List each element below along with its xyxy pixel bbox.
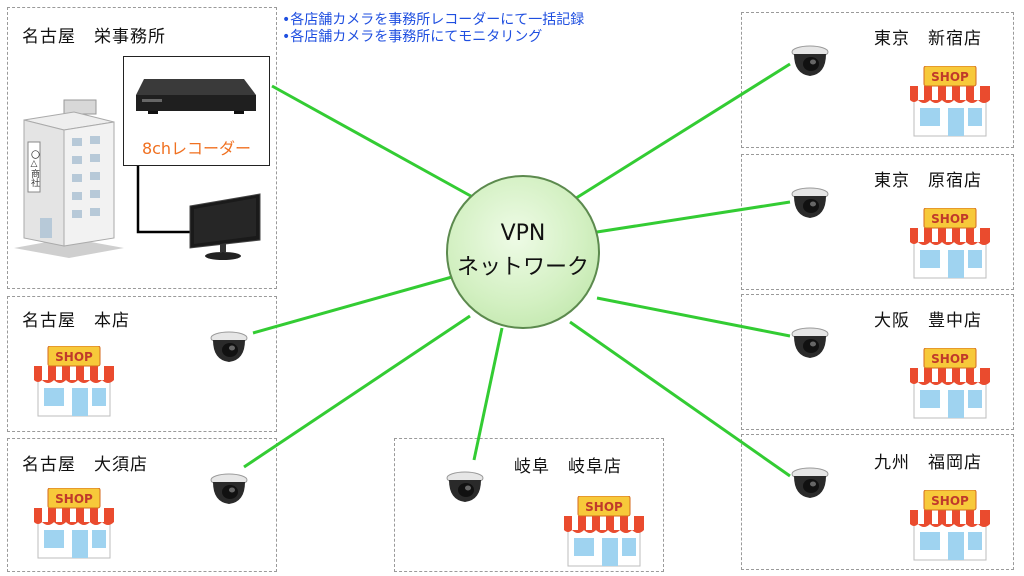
shop-icon-kyushu-fukuoka: SHOP (910, 490, 990, 561)
link-nagoya-osu (243, 314, 471, 469)
shop-sign: SHOP (931, 494, 969, 508)
recorder-icon (136, 79, 256, 114)
shop-icon-tokyo-harajuku: SHOP (910, 208, 990, 279)
store-label-nagoya-honten: 名古屋 本店 (22, 311, 130, 331)
link-tokyo-harajuku (596, 200, 791, 234)
link-tokyo-shinjuku (572, 62, 791, 202)
vpn-hub-line2: ネットワーク (456, 255, 589, 280)
shop-sign: SHOP (931, 70, 969, 84)
camera-icon-kyushu-fukuoka (791, 467, 829, 499)
office-label: 名古屋 栄事務所 (22, 27, 166, 47)
vpn-network-hub: VPN ネットワーク (446, 175, 600, 329)
shop-sign: SHOP (931, 352, 969, 366)
store-label-tokyo-shinjuku: 東京 新宿店 (874, 29, 982, 49)
link-kyushu-fukuoka (569, 320, 791, 478)
camera-icon-tokyo-harajuku (791, 187, 829, 219)
notes: •各店舗カメラを事務所レコーダーにて一括記録 •各店舗カメラを事務所にてモニタリ… (282, 12, 584, 46)
recorder-monitor-cable (136, 166, 190, 234)
camera-icon-nagoya-osu (210, 473, 248, 505)
link-office (271, 84, 479, 202)
link-osaka-toyonaka (596, 296, 791, 338)
camera-icon-gifu (446, 471, 484, 503)
recorder-label: 8chレコーダー (141, 139, 252, 158)
shop-icon-nagoya-honten: SHOP (34, 346, 114, 417)
camera-icon-nagoya-honten (210, 331, 248, 363)
store-label-nagoya-osu: 名古屋 大須店 (22, 455, 148, 475)
office-building-icon: 〇△商社 (14, 99, 124, 258)
camera-icon-osaka-toyonaka (791, 327, 829, 359)
store-label-osaka-toyonaka: 大阪 豊中店 (874, 311, 982, 331)
link-nagoya-honten (252, 275, 453, 335)
store-label-kyushu-fukuoka: 九州 福岡店 (874, 453, 982, 473)
note-line-1: •各店舗カメラを事務所レコーダーにて一括記録 (282, 12, 585, 28)
store-label-tokyo-harajuku: 東京 原宿店 (874, 171, 982, 191)
shop-sign: SHOP (55, 492, 93, 506)
shop-icon-gifu: SHOP (564, 496, 644, 567)
shop-sign: SHOP (55, 350, 93, 364)
shop-sign: SHOP (585, 500, 623, 514)
recorder-panel: 8chレコーダー (123, 56, 270, 166)
building-sign: 〇△商社 (29, 150, 40, 188)
monitor-icon (189, 193, 261, 260)
vpn-hub-line1: VPN (500, 221, 546, 246)
store-label-gifu: 岐阜 岐阜店 (514, 457, 622, 477)
shop-icon-tokyo-shinjuku: SHOP (910, 66, 990, 137)
note-line-2: •各店舗カメラを事務所にてモニタリング (282, 29, 543, 45)
shop-sign: SHOP (931, 212, 969, 226)
shop-icon-osaka-toyonaka: SHOP (910, 348, 990, 419)
shop-icon-nagoya-osu: SHOP (34, 488, 114, 559)
camera-icon-tokyo-shinjuku (791, 45, 829, 77)
link-gifu (472, 327, 504, 461)
